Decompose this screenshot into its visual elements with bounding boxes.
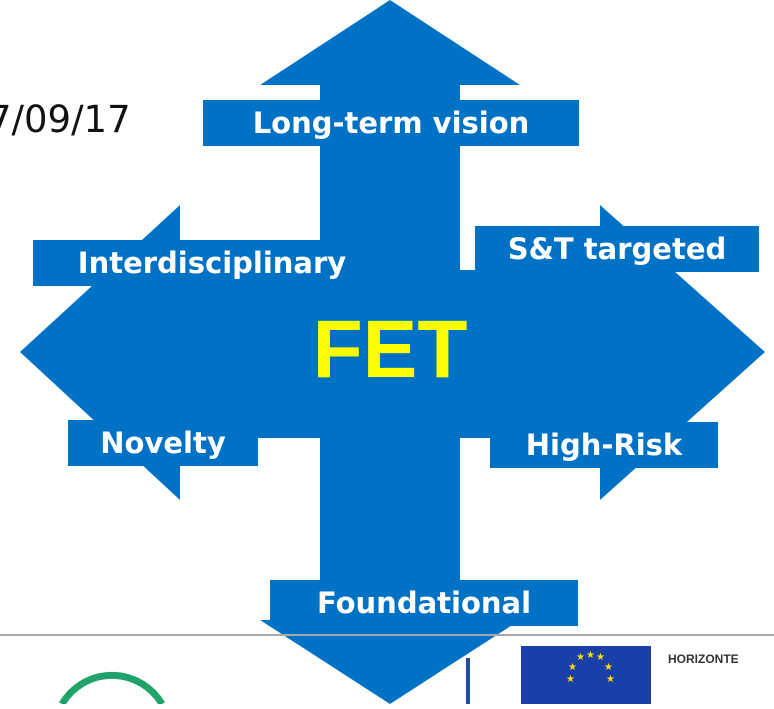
svg-text:★: ★: [596, 652, 605, 663]
horizonte-logo-text: HORIZONTE: [668, 652, 739, 666]
label-high-risk: High-Risk: [490, 422, 718, 468]
svg-text:★: ★: [606, 674, 615, 685]
label-st-targeted: S&T targeted: [475, 226, 759, 272]
date-text: 7/09/17: [0, 98, 131, 141]
svg-text:★: ★: [568, 662, 577, 673]
fet-center-label: FET: [312, 304, 468, 395]
label-interdisciplinary: Interdisciplinary: [33, 240, 391, 286]
svg-text:★: ★: [576, 652, 585, 663]
eu-flag-icon: ★ ★ ★ ★ ★ ★ ★: [521, 646, 651, 704]
label-long-term-vision: Long-term vision: [203, 100, 579, 146]
label-novelty: Novelty: [68, 420, 258, 466]
green-arc-logo: [58, 671, 166, 704]
svg-text:★: ★: [586, 650, 595, 661]
footer-divider-line: [0, 634, 774, 636]
svg-text:★: ★: [604, 662, 613, 673]
footer-vertical-bar: [466, 658, 470, 704]
label-foundational: Foundational: [270, 580, 578, 626]
svg-text:★: ★: [566, 674, 575, 685]
